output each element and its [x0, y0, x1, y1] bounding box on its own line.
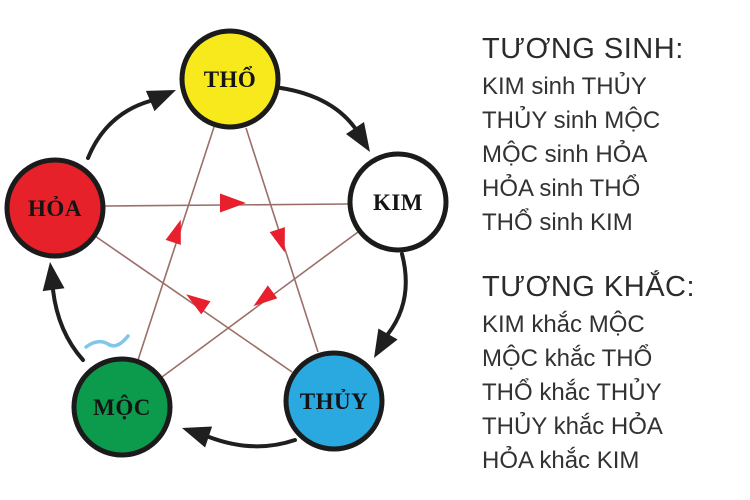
- khac-legend-block: TƯƠNG KHẮC: KIM khắc MỘC MỘC khắc THỔ TH…: [482, 266, 744, 478]
- element-hoa-circle: [4, 157, 106, 259]
- sinh-legend-item: THỔ sinh KIM: [482, 209, 633, 236]
- element-labels: THỔ KIM THỦY MỘC HỎA: [28, 66, 423, 420]
- arrowhead-kim-to-moc-icon: [253, 285, 278, 307]
- element-kim-label: KIM: [373, 190, 423, 215]
- element-kim-circle: [347, 151, 449, 253]
- arc-kim-to-thuy: [386, 252, 408, 336]
- five-elements-cycle-diagram: THỔ KIM THỦY MỘC HỎA: [4, 28, 449, 458]
- sinh-cycle-arrowheads: [42, 90, 398, 448]
- khac-legend-title: TƯƠNG KHẮC:: [482, 271, 696, 303]
- element-circles: [4, 28, 449, 458]
- sinh-legend-item: KIM sinh THỦY: [482, 73, 647, 100]
- element-hoa-label: HỎA: [28, 196, 82, 221]
- sinh-cycle-arcs: [51, 85, 408, 449]
- arrowhead-thuy-to-moc-icon: [182, 426, 213, 448]
- khac-cycle-lines: [94, 126, 359, 378]
- arrowhead-tho-to-kim-icon: [346, 122, 370, 152]
- element-thuy-label: THỦY: [300, 389, 368, 414]
- khac-cycle-arrowheads: [165, 193, 285, 315]
- arrowhead-tho-to-thuy-icon: [269, 227, 285, 253]
- khac-legend-item: THỔ khắc THỦY: [482, 379, 662, 406]
- sinh-legend-block: TƯƠNG SINH: KIM sinh THỦY THỦY sinh MỘC …: [482, 28, 744, 240]
- sinh-legend-item: THỦY sinh MỘC: [482, 107, 661, 134]
- arc-tho-to-kim: [272, 85, 357, 130]
- arrowhead-moc-to-tho-icon: [165, 219, 181, 245]
- legend-panel: TƯƠNG SINH: KIM sinh THỦY THỦY sinh MỘC …: [482, 28, 744, 478]
- khac-legend-item: MỘC khắc THỔ: [482, 345, 653, 372]
- element-thuy-circle: [283, 350, 385, 452]
- arrowhead-thuy-to-hoa-icon: [186, 294, 211, 315]
- sinh-legend-title: TƯƠNG SINH:: [482, 33, 684, 65]
- arc-thuy-to-moc: [207, 435, 297, 449]
- arrowhead-moc-to-hoa-icon: [42, 262, 65, 292]
- khac-legend-item: THỦY khắc HỎA: [482, 413, 663, 440]
- arrowhead-kim-to-thuy-icon: [374, 328, 398, 358]
- element-tho-label: THỔ: [204, 66, 257, 92]
- arrowhead-hoa-to-kim-icon: [220, 193, 246, 213]
- khac-legend-item: KIM khắc MỘC: [482, 311, 645, 338]
- sinh-legend-item: HỎA sinh THỔ: [482, 175, 641, 202]
- arrowhead-hoa-to-tho-icon: [145, 90, 176, 112]
- element-moc-circle: [71, 356, 173, 458]
- sinh-legend-item: MỘC sinh HỎA: [482, 141, 648, 168]
- watermark-scribble: [84, 334, 130, 349]
- line-moc-to-tho: [137, 126, 215, 361]
- element-moc-label: MỘC: [93, 395, 151, 420]
- arc-hoa-to-tho: [86, 99, 152, 160]
- khac-legend-item: HỎA khắc KIM: [482, 447, 640, 474]
- line-kim-to-moc: [161, 231, 359, 378]
- element-tho-circle: [179, 28, 281, 130]
- arc-moc-to-hoa: [51, 288, 85, 362]
